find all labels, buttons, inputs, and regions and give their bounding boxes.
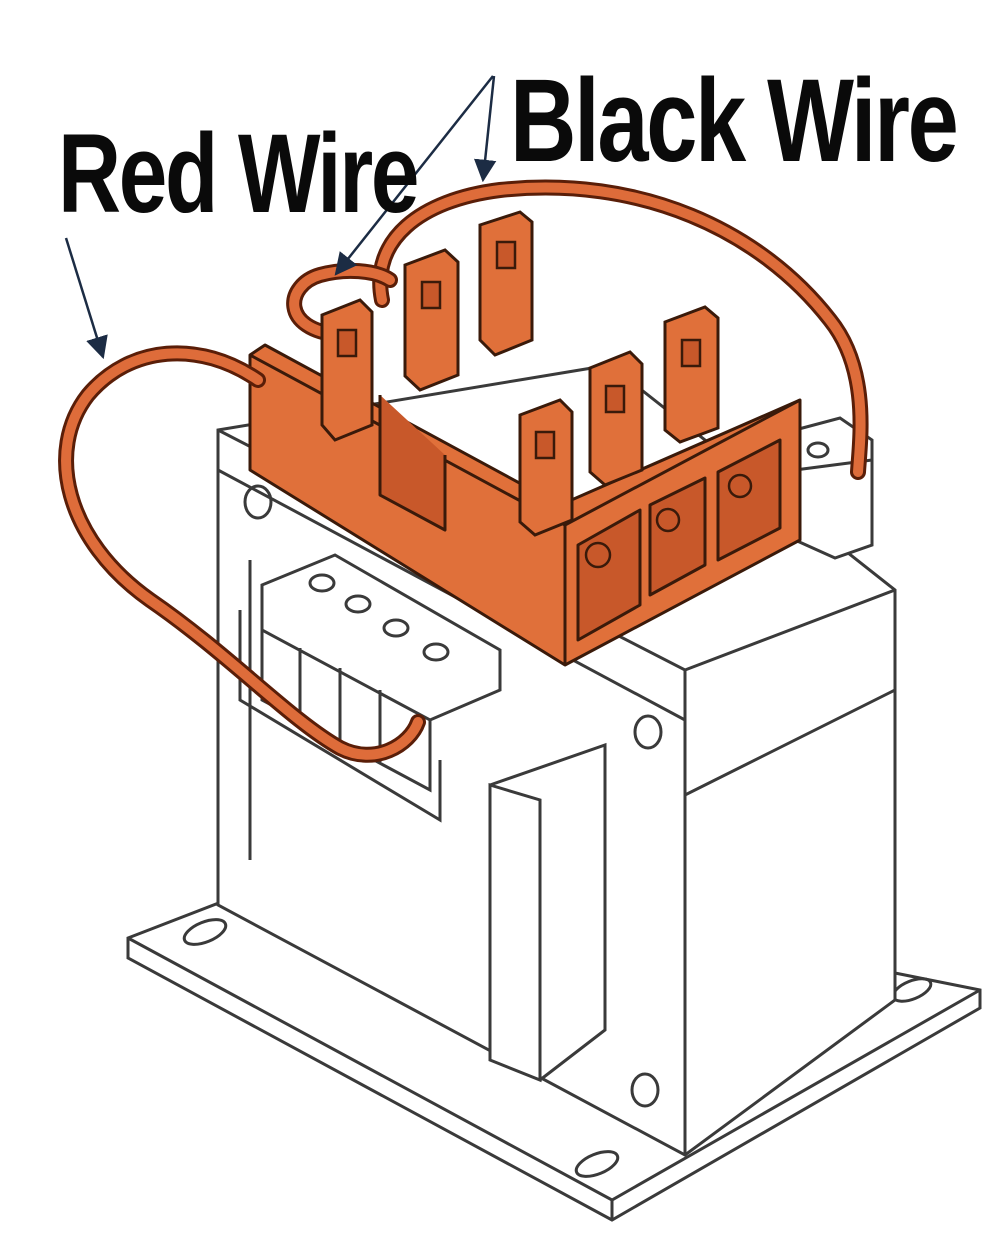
- red-wire: [58, 345, 426, 763]
- red-wire-label: Red Wire: [58, 111, 419, 236]
- mounting-hole-icon: [243, 484, 663, 1108]
- black-wire-label: Black Wire: [510, 55, 959, 187]
- fuse-clip: [320, 210, 720, 537]
- black-wire: [286, 179, 869, 480]
- callout-arrow: [64, 75, 497, 360]
- fuse-clip-detail: [336, 240, 753, 569]
